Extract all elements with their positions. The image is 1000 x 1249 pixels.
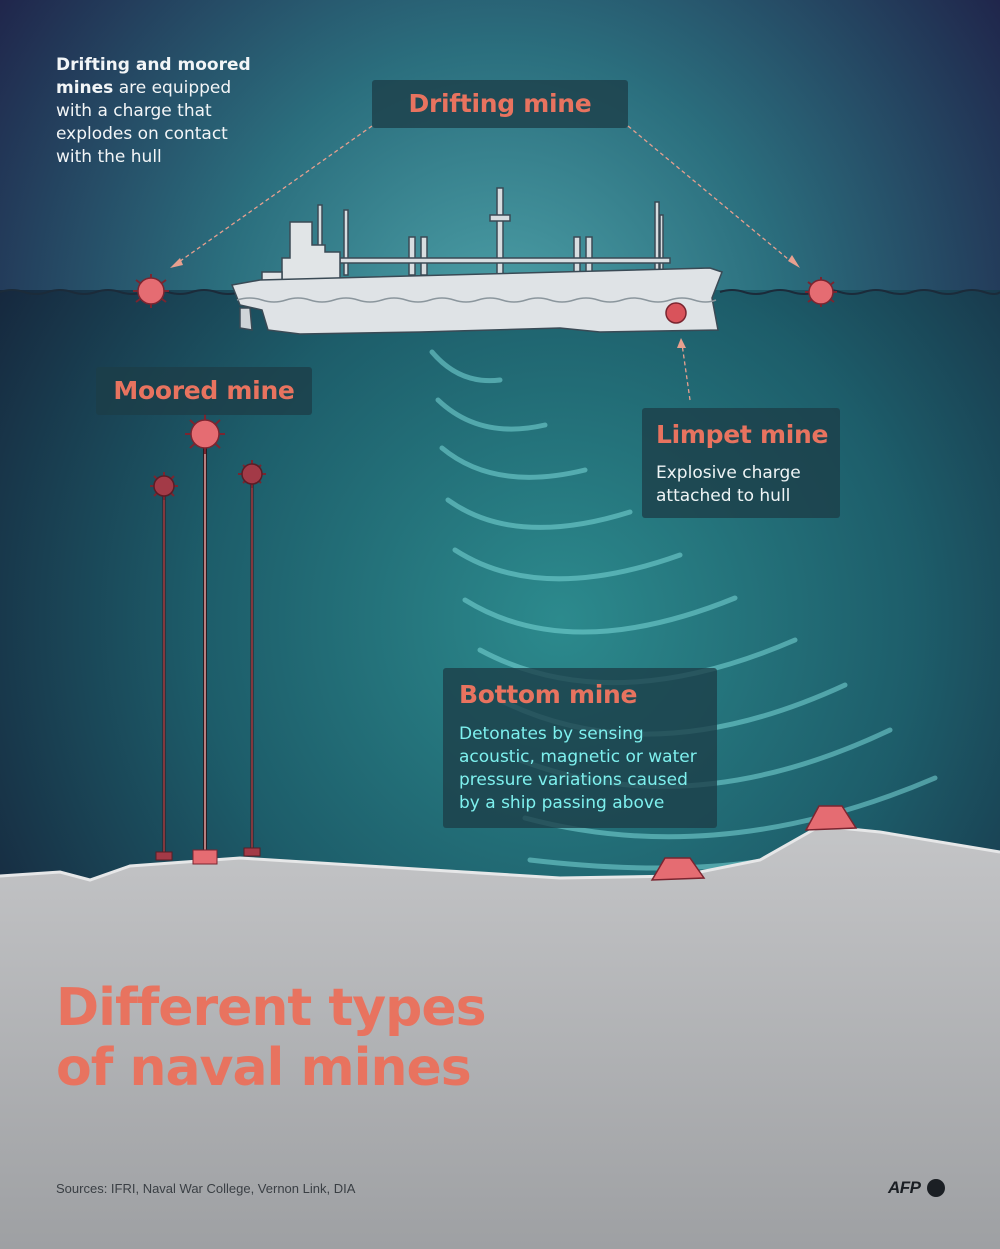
intro-rest: are equipped with a charge that explodes… (56, 78, 232, 167)
bottom-mine-title: Bottom mine (459, 680, 638, 709)
sources-credit: Sources: IFRI, Naval War College, Vernon… (56, 1181, 356, 1196)
arrow-heads (170, 255, 800, 348)
main-title: Different types of naval mines (56, 978, 656, 1098)
moored-mines (150, 414, 266, 865)
pointer-arrows (175, 125, 795, 401)
limpet-mine-title: Limpet mine (656, 420, 829, 449)
intro-bold: Drifting and moored mines (56, 55, 251, 98)
limpet-mine (665, 302, 687, 324)
cargo-ship (230, 187, 723, 335)
moored-mine-title: Moored mine (113, 376, 295, 405)
afp-logo: AFP (888, 1178, 921, 1197)
drifting-mine-label: Drifting mine (372, 80, 628, 128)
main-title-line-2: of naval mines (56, 1038, 472, 1098)
drifting-mine-title: Drifting mine (408, 89, 592, 118)
water-surface-line (0, 289, 1000, 295)
drifting-mine-left (133, 274, 169, 308)
bottom-mine-label: Bottom mine Detonates by sensing acousti… (443, 668, 717, 828)
limpet-mine-label: Limpet mine Explosive charge attached to… (642, 408, 840, 518)
drifting-mine-right (805, 277, 837, 307)
bottom-mine-right (804, 805, 858, 831)
afp-logo-dot-icon (927, 1179, 945, 1197)
intro-text: Drifting and moored mines are equipped w… (56, 54, 266, 169)
main-title-line-1: Different types (56, 978, 487, 1038)
seabed (0, 826, 1000, 1249)
moored-mine-label: Moored mine (96, 367, 312, 415)
bottom-mine-left (650, 857, 706, 881)
limpet-mine-description: Explosive charge attached to hull (656, 463, 801, 506)
bottom-mine-description: Detonates by sensing acoustic, magnetic … (459, 724, 697, 813)
